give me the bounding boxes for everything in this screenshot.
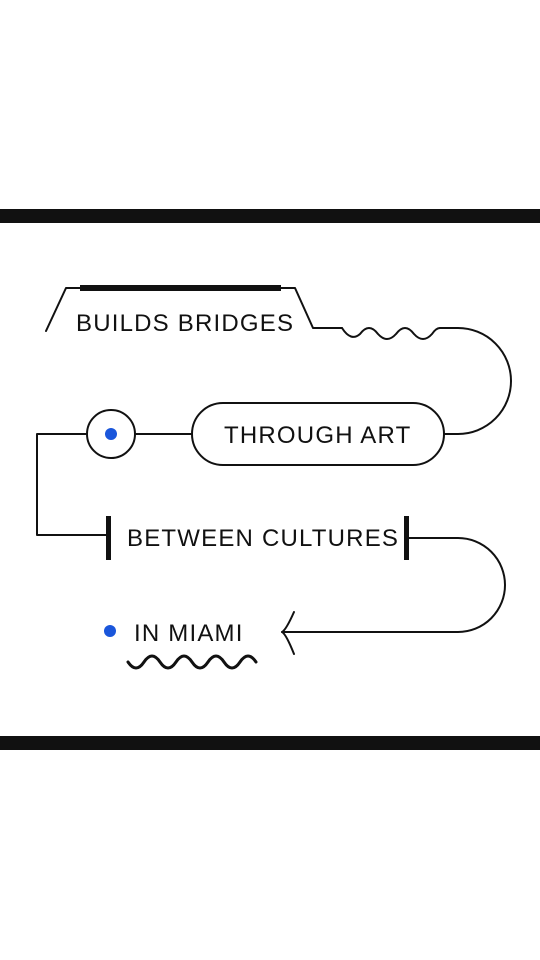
between-left-tick [106,516,111,560]
builds-bridges-label: BUILDS BRIDGES [76,310,294,337]
between-cultures-label: BETWEEN CULTURES [127,525,399,552]
wavy-underline [126,654,258,670]
builds-bridges-bracket [45,287,343,332]
circle-center-dot [105,428,117,440]
left-connector [36,433,109,536]
top-frame-bar [0,209,540,223]
squiggle-connector [341,327,441,340]
through-art-label: THROUGH ART [224,422,411,449]
miami-bullet-dot [104,625,116,637]
between-right-tick [404,516,409,560]
right-arc-bottom [281,537,506,633]
right-arc-top [439,327,512,435]
in-miami-label: IN MIAMI [134,620,244,647]
bottom-frame-bar [0,736,540,750]
arrowhead-icon [281,611,295,655]
